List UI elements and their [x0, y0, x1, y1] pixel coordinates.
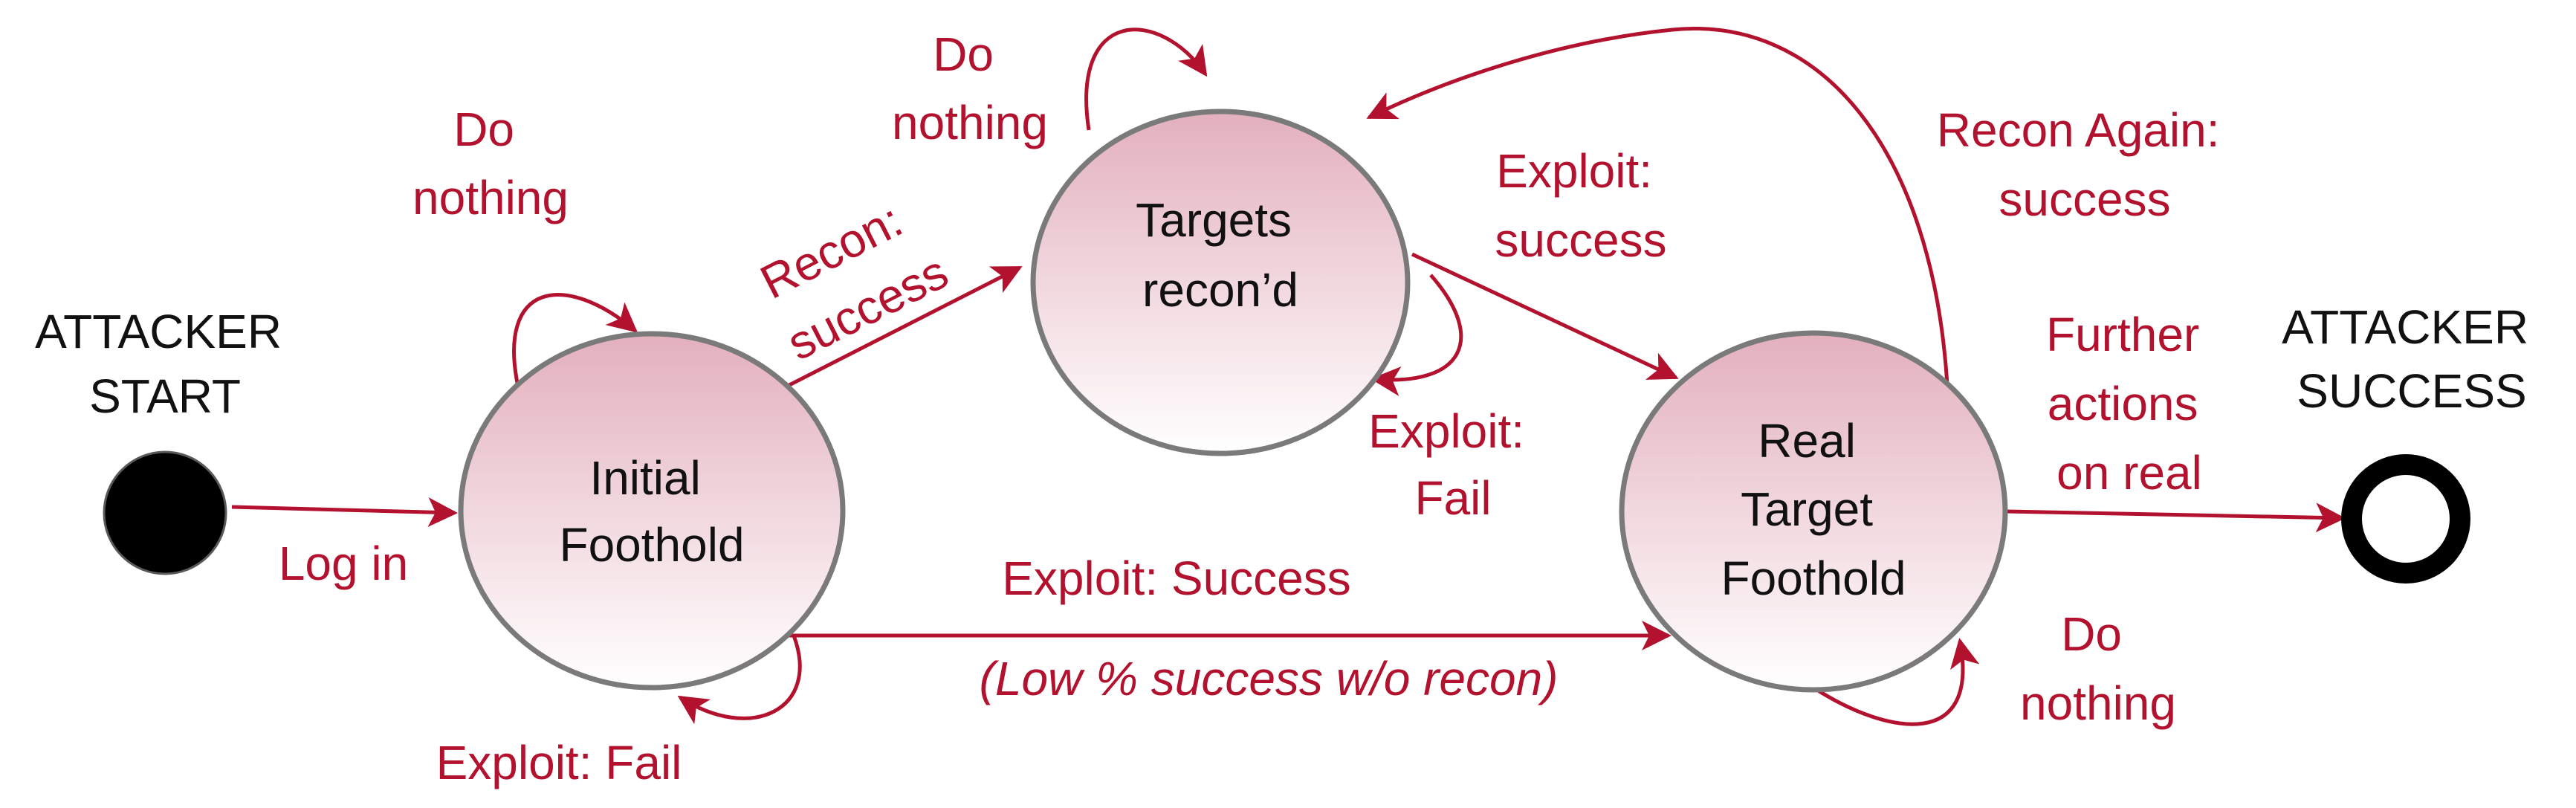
label-recon-self-nothing: Do nothing	[892, 28, 1048, 149]
state-start-label: ATTACKER START	[35, 305, 295, 423]
edge-recon-again	[1366, 27, 1949, 386]
edge-login	[231, 497, 458, 528]
edge-recon-success	[785, 265, 1023, 389]
edge-initial-self-nothing	[512, 293, 638, 387]
state-success-label: ATTACKER SUCCESS	[2282, 300, 2542, 418]
label-exploit-success-recon: Exploit: success	[1495, 144, 1666, 267]
state-initial-label: Initial Foothold	[559, 451, 744, 572]
label-exploit-success-direct: Exploit: Success	[1002, 552, 1351, 605]
label-initial-self-nothing: Do nothing	[412, 103, 569, 224]
label-recon-success: Recon: success	[748, 185, 957, 370]
edge-exploit-success-recon	[1411, 252, 1679, 380]
edge-recon-self-nothing	[1084, 28, 1208, 131]
label-recon-self-fail: Exploit: Fail	[1368, 404, 1538, 525]
label-recon-again: Recon Again: success	[1937, 103, 2233, 226]
edge-recon-self-fail	[1370, 274, 1463, 396]
state-targets-recond	[1030, 109, 1411, 456]
state-recon-label: Targets recon’d	[1136, 193, 1305, 317]
label-initial-self-fail: Exploit: Fail	[436, 736, 682, 789]
state-real-label: Real Target Foothold	[1721, 414, 1906, 605]
state-initial-foothold	[458, 331, 846, 691]
label-login: Log in	[279, 537, 408, 590]
edge-initial-self-fail	[677, 635, 802, 725]
label-real-self-nothing: Do nothing	[2020, 607, 2176, 730]
state-real-target-foothold	[1619, 330, 2008, 693]
state-start-dot	[103, 450, 227, 575]
label-exploit-success-direct-note: (Low % success w/o recon)	[980, 652, 1559, 705]
edge-real-self-nothing	[1812, 638, 1980, 726]
label-further-actions: Further actions on real	[2046, 308, 2213, 500]
state-success-ring	[2341, 454, 2470, 584]
edge-further-actions	[2006, 502, 2346, 533]
